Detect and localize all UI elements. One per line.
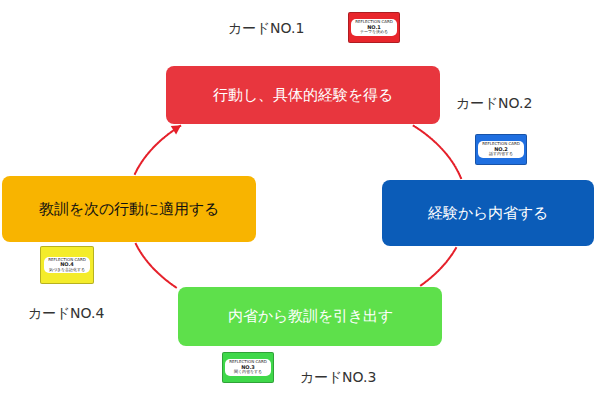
process-box: 経験から内省する	[382, 180, 594, 246]
step-text: 行動し、具体的経験を得る	[213, 86, 393, 105]
reflection-card: REFLECTION CARDNO.2話す内省する	[475, 134, 527, 165]
cycle-arc	[135, 125, 182, 174]
card-label: REFLECTION CARDNO.4気づきを言語化する	[44, 257, 90, 274]
card-title: 話す内省する	[489, 152, 513, 157]
card-caption: カードNO.2	[456, 95, 532, 113]
cycle-arc	[135, 243, 176, 288]
reflection-card: REFLECTION CARDNO.4気づきを言語化する	[40, 246, 94, 284]
step-text: 内省から教訓を引き出す	[228, 307, 393, 326]
cycle-arc	[420, 247, 456, 286]
card-title: 気づきを言語化する	[49, 268, 85, 273]
card-label: REFLECTION CARDNO.2話す内省する	[478, 141, 524, 158]
card-caption: カードNO.1	[228, 20, 304, 38]
card-title: 聞く内省をする	[234, 370, 262, 375]
process-box: 教訓を次の行動に適用する	[2, 176, 256, 242]
card-title: テーマを決める	[360, 30, 388, 35]
process-box: 内省から教訓を引き出す	[178, 287, 442, 346]
card-label: REFLECTION CARDNO.1テーマを決める	[351, 19, 397, 36]
step-text: 教訓を次の行動に適用する	[39, 200, 219, 219]
cycle-arc	[413, 125, 462, 179]
card-caption: カードNO.3	[300, 369, 376, 387]
step-text: 経験から内省する	[428, 204, 548, 223]
reflection-card: REFLECTION CARDNO.1テーマを決める	[348, 12, 400, 43]
card-label: REFLECTION CARDNO.3聞く内省をする	[225, 359, 271, 376]
card-caption: カードNO.4	[28, 305, 104, 323]
reflection-card: REFLECTION CARDNO.3聞く内省をする	[222, 352, 274, 383]
process-box: 行動し、具体的経験を得る	[166, 66, 440, 124]
